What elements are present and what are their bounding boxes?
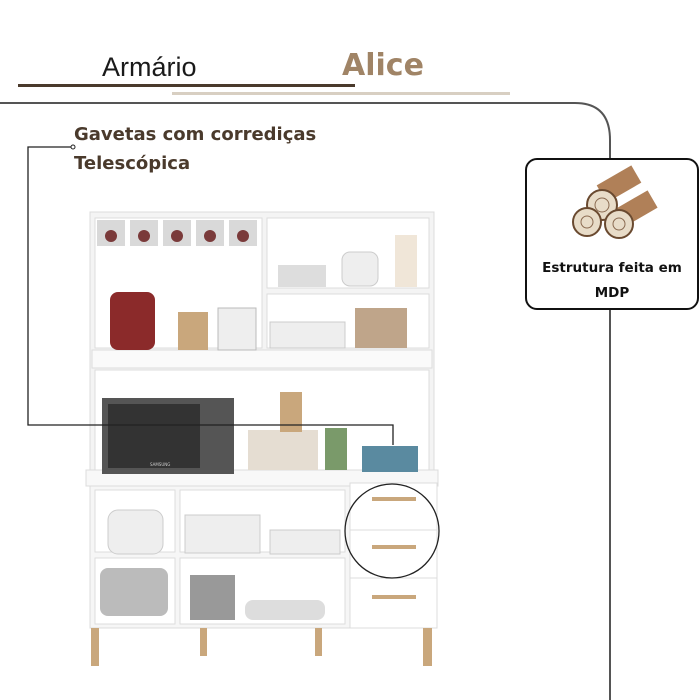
- legs: [91, 628, 432, 666]
- drawer-handles: [372, 497, 416, 599]
- bowls: [341, 251, 379, 287]
- title-underline-light: [172, 92, 510, 95]
- wood-logs-icon: [572, 165, 658, 239]
- badge-text-line-2: MDP: [594, 285, 630, 301]
- mugs: [269, 529, 341, 555]
- drawer-2: [349, 529, 438, 579]
- wine-cubbies: [97, 220, 257, 246]
- callout-circle: [344, 483, 440, 579]
- mdp-badge: Estrutura feita em MDP: [525, 158, 699, 310]
- pot: [107, 509, 164, 555]
- title-word-2: Alice: [342, 48, 424, 83]
- bowls-lower: [184, 514, 261, 554]
- feature-line-2: Telescópica: [74, 153, 191, 174]
- badge-text-line-1: Estrutura feita em: [542, 260, 682, 276]
- utensils: [395, 235, 417, 287]
- feature-callout: Gavetas com corrediças Telescópica: [74, 120, 316, 178]
- microwave-brand: SAMSUNG: [150, 462, 170, 467]
- jars: [355, 308, 407, 348]
- saucepan: [190, 575, 235, 620]
- drawer-1: [349, 482, 438, 531]
- plates: [278, 265, 326, 287]
- cups: [269, 321, 346, 349]
- stand-mixer: [110, 292, 155, 350]
- steel-pot: [100, 568, 168, 616]
- feature-line-1: Gavetas com corrediças: [74, 124, 317, 145]
- plant: [325, 428, 347, 470]
- callout-line: [27, 146, 394, 445]
- knife-block: [178, 312, 208, 350]
- jars-middle: [248, 430, 318, 470]
- title-underline-dark: [18, 84, 355, 87]
- canister: [217, 307, 257, 351]
- box: [362, 446, 418, 472]
- title-word-1: Armário: [102, 52, 197, 82]
- drawer-3: [349, 577, 438, 629]
- pan: [245, 600, 325, 620]
- frame-line: [0, 102, 611, 700]
- cutting-board: [280, 392, 302, 432]
